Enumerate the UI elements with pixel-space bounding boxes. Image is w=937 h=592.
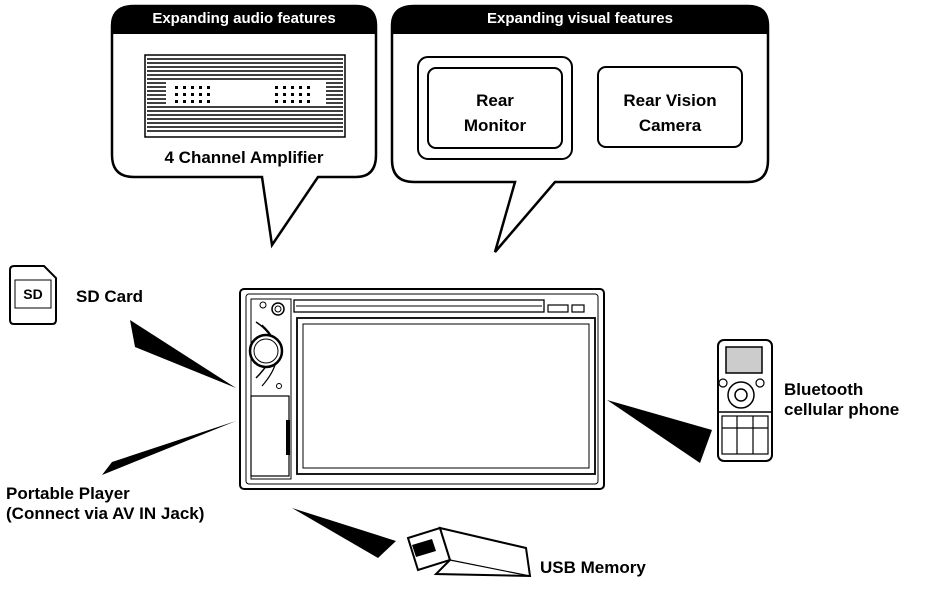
head-unit <box>239 288 605 490</box>
portable-player-label-line2: (Connect via AV IN Jack) <box>6 503 205 523</box>
rear-camera-label-line1: Rear Vision <box>623 91 717 110</box>
rear-monitor-label-line1: Rear <box>476 91 514 110</box>
bluetooth-pointer <box>607 400 712 463</box>
phone-icon <box>717 339 773 462</box>
disc-slot <box>293 299 545 313</box>
volume-knob <box>248 333 284 369</box>
portable-player-pointer <box>102 421 236 475</box>
usb-memory-icon <box>406 526 532 578</box>
portable-player-label-line1: Portable Player <box>6 484 130 503</box>
audio-bubble-header <box>112 6 376 34</box>
rear-monitor-label-line2: Monitor <box>463 116 527 135</box>
visual-bubble-header <box>392 6 768 34</box>
bluetooth-phone-label: Bluetooth cellular phone <box>784 380 899 419</box>
rear-camera-icon <box>597 66 743 148</box>
sd-card-icon <box>9 265 57 325</box>
visual-bubble-title: Expanding visual features <box>487 10 673 27</box>
rear-monitor-label: Rear Monitor <box>428 88 562 138</box>
usb-memory-label: USB Memory <box>540 558 646 577</box>
audio-bubble-title: Expanding audio features <box>152 10 336 27</box>
sd-card-label: SD Card <box>76 287 144 306</box>
rear-camera-label: Rear Vision Camera <box>598 88 742 138</box>
sd-card-pointer <box>130 320 236 388</box>
rear-monitor-icon <box>417 56 573 160</box>
usb-pointer <box>292 508 396 558</box>
sd-card-icon-text: SD <box>23 286 43 302</box>
bluetooth-phone-label-line2: cellular phone <box>784 399 900 419</box>
amplifier-icon <box>144 54 346 138</box>
eject-button <box>547 304 569 313</box>
touch-screen <box>296 317 596 475</box>
rear-camera-label-line2: Camera <box>638 116 702 135</box>
bluetooth-phone-label-line1: Bluetooth <box>784 380 864 399</box>
portable-player-label: Portable Player (Connect via AV IN Jack) <box>6 484 204 523</box>
amplifier-label: 4 Channel Amplifier <box>164 148 324 167</box>
